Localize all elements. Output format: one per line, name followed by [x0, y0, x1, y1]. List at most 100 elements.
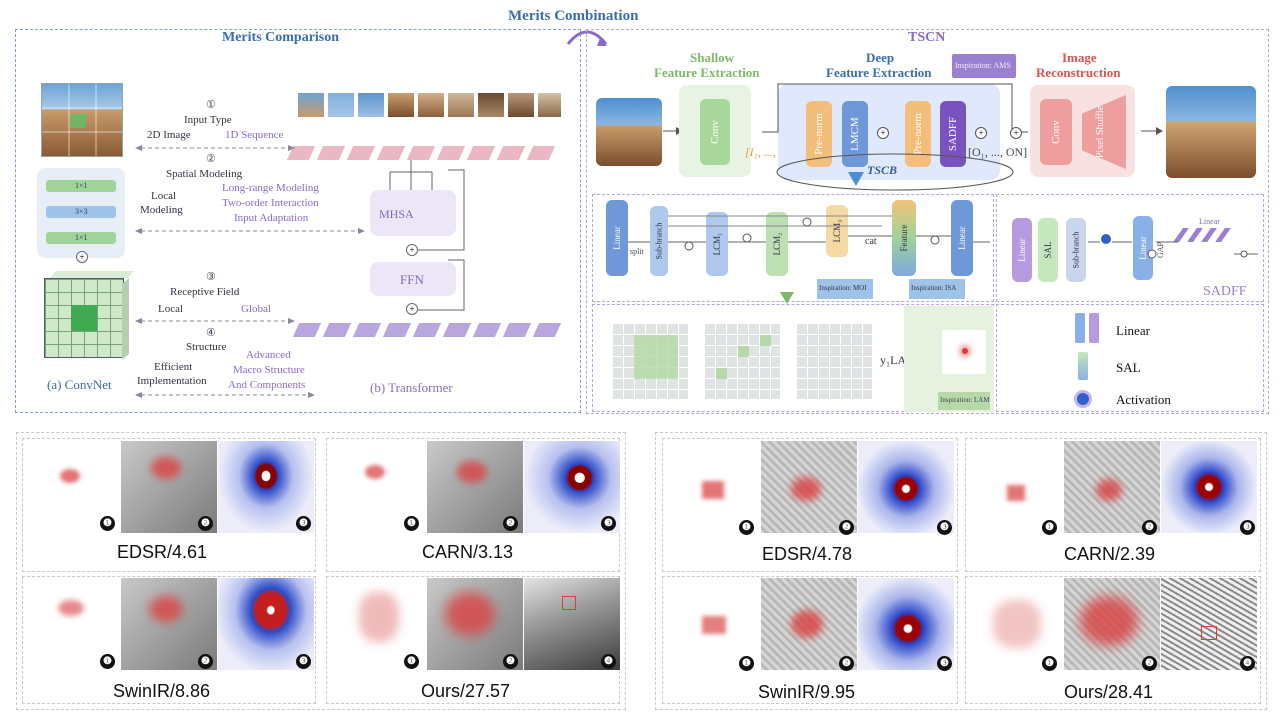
stage-shallow-1: Shallow	[690, 50, 735, 65]
combination-arc-icon	[566, 30, 608, 46]
badge-3-2: ❷	[198, 654, 213, 669]
lcm-1: LCM₁	[706, 212, 728, 276]
sadff-wires	[1088, 241, 1258, 259]
label-efficient-1: Efficient	[154, 361, 193, 373]
label-local: Local	[158, 303, 184, 315]
caption-edsr-right: EDSR/4.78	[762, 544, 853, 564]
o-sequence: [O₁, ..., ON]	[968, 145, 1028, 159]
sadff-sal: SAL	[1038, 218, 1058, 282]
label-advanced-3: And Components	[228, 379, 306, 391]
legend-box	[996, 304, 1264, 412]
tscn-title: TSCN	[908, 30, 946, 45]
arrow-receptive	[135, 318, 295, 324]
linear-out: Linear	[951, 200, 973, 276]
legend-sal-swatch	[1078, 352, 1088, 380]
bottom-left-group	[16, 432, 626, 710]
badge-5-2: ❷	[839, 520, 854, 535]
expand-arrow	[848, 172, 864, 186]
chain-linear-label: Linear	[1199, 217, 1220, 226]
conv-1x1-bottom-label: 1×1	[75, 233, 88, 242]
stage-recon-1: Image	[1062, 50, 1097, 65]
result-edsr-left	[22, 438, 316, 572]
badge-8-1: ❶	[1042, 656, 1057, 671]
badge-3-1: ❶	[100, 654, 115, 669]
label-local-modeling-2: Modeling	[140, 204, 183, 216]
deep-add-2: +	[975, 127, 987, 139]
lmcm-detail-wires	[628, 215, 990, 251]
feature-block: Feature	[892, 200, 916, 276]
caption-swinir-right: SwinIR/9.95	[758, 682, 856, 702]
caption-edsr-left: EDSR/4.61	[117, 542, 208, 562]
badge-7-3: ❸	[937, 656, 952, 671]
sequence-tokens-1d	[298, 93, 561, 117]
convnet-receptive-grid	[44, 278, 124, 358]
prenorm-1: Pre-norm	[806, 101, 832, 167]
sadff-linear-2: Linear	[1133, 216, 1153, 280]
transformer-connector	[389, 160, 465, 311]
n1: ①	[206, 99, 216, 111]
label-two-order: Two-order Interaction	[222, 197, 319, 209]
bottom-right-group	[655, 432, 1267, 710]
split-label: split	[630, 247, 644, 256]
ffn-label: FFN	[400, 272, 424, 287]
badge-3-3: ❸	[296, 654, 311, 669]
input-image-2d	[41, 83, 123, 157]
badge-5-3: ❸	[937, 520, 952, 535]
transformer-add-1: +	[406, 244, 418, 256]
heat-overlay-5	[761, 441, 857, 533]
badge-8-2: ❷	[1142, 656, 1157, 671]
mhsa-label: MHSA	[379, 207, 414, 221]
caption-carn-left: CARN/3.13	[422, 542, 514, 562]
label-local-modeling-1: Local	[151, 190, 177, 202]
sadff-linear: Linear	[1012, 218, 1032, 282]
global-add: +	[1010, 127, 1022, 139]
label-input-type: Input Type	[184, 114, 232, 126]
badge-7-1: ❶	[739, 656, 754, 671]
legend-sal-label: SAL	[1116, 360, 1141, 375]
label-global: Global	[241, 303, 271, 315]
lam-map-5	[664, 441, 760, 533]
label-advanced-1: Advanced	[246, 349, 291, 361]
badge-4-1: ❶	[404, 654, 419, 669]
purple-token-row	[292, 323, 562, 337]
label-advanced-2: Macro Structure	[233, 364, 305, 376]
arrow-spatial	[135, 228, 365, 234]
legend-linear-label: Linear	[1116, 323, 1150, 338]
stage-deep-2: Feature Extraction	[826, 65, 932, 80]
label-efficient-2: Implementation	[137, 375, 207, 387]
legend-activation-label: Activation	[1116, 392, 1171, 407]
badge-2-3: ❸	[601, 516, 616, 531]
lcm-3: LCM₃	[826, 205, 848, 257]
caption-transformer: (b) Transformer	[370, 380, 453, 395]
badge-6-2: ❷	[1142, 520, 1157, 535]
label-structure: Structure	[186, 341, 227, 353]
linear-in: Linear	[606, 200, 628, 276]
caption-ours-left: Ours/27.57	[421, 681, 511, 701]
conv-1x1-top	[46, 180, 116, 192]
arrow-input-type	[135, 145, 295, 151]
deep-loop	[762, 83, 1028, 191]
lam-map-6	[967, 441, 1063, 533]
tscn-output-image	[1166, 86, 1256, 178]
stage-recon-2: Reconstruction	[1036, 65, 1121, 80]
heat-overlay-6	[1064, 441, 1160, 533]
inspiration-ams-tag: Inspiration: AMS	[952, 54, 1016, 78]
badge-6-1: ❶	[1042, 520, 1057, 535]
convnet-add-icon: +	[76, 251, 88, 263]
attribution-map-7	[858, 578, 954, 670]
deep-add-1: +	[877, 127, 889, 139]
cat-label: cat	[865, 236, 877, 247]
tscb-label: TSCB	[867, 163, 898, 177]
conv-3x3	[46, 206, 116, 218]
badge-1-1: ❶	[100, 516, 115, 531]
prenorm-2: Pre-norm	[905, 101, 931, 167]
result-swinir-right	[662, 576, 958, 704]
result-swinir-left	[22, 576, 316, 704]
sadff-detail-label: SADFF	[1203, 284, 1247, 299]
sadff-activation	[1101, 234, 1111, 244]
legend-activation-icon	[1077, 393, 1089, 405]
lam-arrow	[780, 292, 794, 304]
legend-linear-swatch-2	[1089, 313, 1099, 343]
tscn-box	[586, 29, 1269, 414]
cube-2	[704, 323, 780, 399]
